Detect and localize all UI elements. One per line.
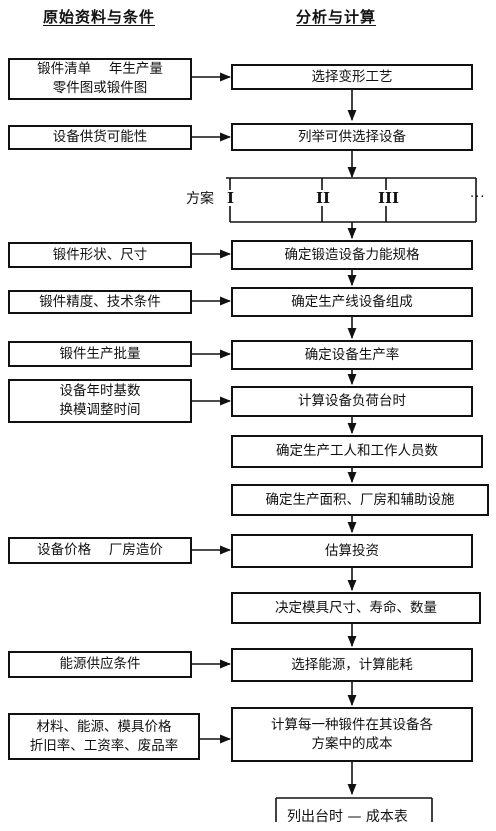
input-line: 锻件精度、技术条件 (39, 293, 161, 310)
step-staff-count: 确定生产工人和工作人员数 (231, 435, 483, 468)
input-line: 锻件形状、尺寸 (52, 246, 148, 263)
right-column-header: 分析与计算 (296, 8, 377, 26)
step-line: 决定模具尺寸、寿命、数量 (275, 599, 437, 616)
input-line: 材料、能源、模具价格 (36, 718, 172, 735)
input-box-equipment-price: 设备价格 厂房造价 (8, 537, 192, 564)
input-box-forging-shape: 锻件形状、尺寸 (8, 242, 192, 268)
step-line: 确定生产工人和工作人员数 (276, 443, 438, 459)
input-box-energy-supply: 能源供应条件 (8, 651, 192, 678)
step-cost-per-scheme: 计算每一种锻件在其设备各 方案中的成本 (231, 707, 473, 762)
input-line: 能源供应条件 (59, 656, 141, 672)
input-box-equipment-supply: 设备供货可能性 (8, 125, 192, 150)
step-load-hours: 计算设备负荷台时 (231, 386, 473, 417)
step-line: 计算设备负荷台时 (298, 393, 406, 409)
step-line: 计算每一种锻件在其设备各 (271, 716, 433, 733)
scheme-option-2: II (315, 189, 332, 207)
step-line: 确定设备生产率 (304, 346, 400, 363)
input-box-batch-size: 锻件生产批量 (8, 341, 192, 367)
input-box-cost-rates: 材料、能源、模具价格 折旧率、工资率、废品率 (8, 713, 200, 760)
input-box-annual-hours: 设备年时基数 换模调整时间 (8, 379, 192, 423)
result-cost-table: 列出台时 — 成本表 (287, 809, 408, 825)
step-die-parameters: 决定模具尺寸、寿命、数量 (231, 592, 481, 624)
step-productivity: 确定设备生产率 (231, 340, 473, 370)
input-line: 换模调整时间 (59, 402, 141, 418)
step-line: 方案中的成本 (311, 735, 393, 752)
step-list-equipment: 列举可供选择设备 (231, 123, 473, 151)
step-line: 选择变形工艺 (311, 68, 393, 85)
step-line: 估算投资 (325, 542, 379, 559)
step-line: 选择能源，计算能耗 (291, 656, 413, 673)
step-estimate-investment: 估算投资 (231, 534, 473, 568)
step-line: 确定锻造设备力能规格 (284, 246, 420, 263)
input-line: 锻件清单 年生产量 (37, 61, 163, 77)
input-line: 锻件生产批量 (59, 345, 141, 362)
step-energy-consumption: 选择能源，计算能耗 (231, 648, 473, 682)
step-select-deformation-process: 选择变形工艺 (231, 64, 473, 90)
step-line-composition: 确定生产线设备组成 (231, 287, 473, 317)
step-forging-capacity: 确定锻造设备力能规格 (231, 240, 473, 270)
input-box-forging-list: 锻件清单 年生产量 零件图或锻件图 (8, 58, 192, 100)
input-line: 设备价格 厂房造价 (37, 542, 163, 558)
input-box-forging-precision: 锻件精度、技术条件 (8, 290, 192, 314)
left-column-header: 原始资料与条件 (43, 8, 156, 26)
scheme-option-1: I (226, 189, 236, 207)
scheme-option-3: III (377, 189, 401, 207)
step-floor-area: 确定生产面积、厂房和辅助设施 (231, 484, 489, 516)
step-line: 确定生产线设备组成 (291, 293, 413, 310)
input-line: 设备供货可能性 (52, 129, 148, 145)
input-line: 设备年时基数 (59, 383, 141, 399)
input-line: 零件图或锻件图 (52, 80, 148, 96)
input-line: 折旧率、工资率、废品率 (29, 737, 179, 754)
step-line: 确定生产面积、厂房和辅助设施 (265, 491, 455, 508)
scheme-more-ellipsis: ··· (470, 190, 486, 205)
scheme-label: 方案 (186, 191, 214, 207)
step-line: 列举可供选择设备 (298, 128, 406, 145)
